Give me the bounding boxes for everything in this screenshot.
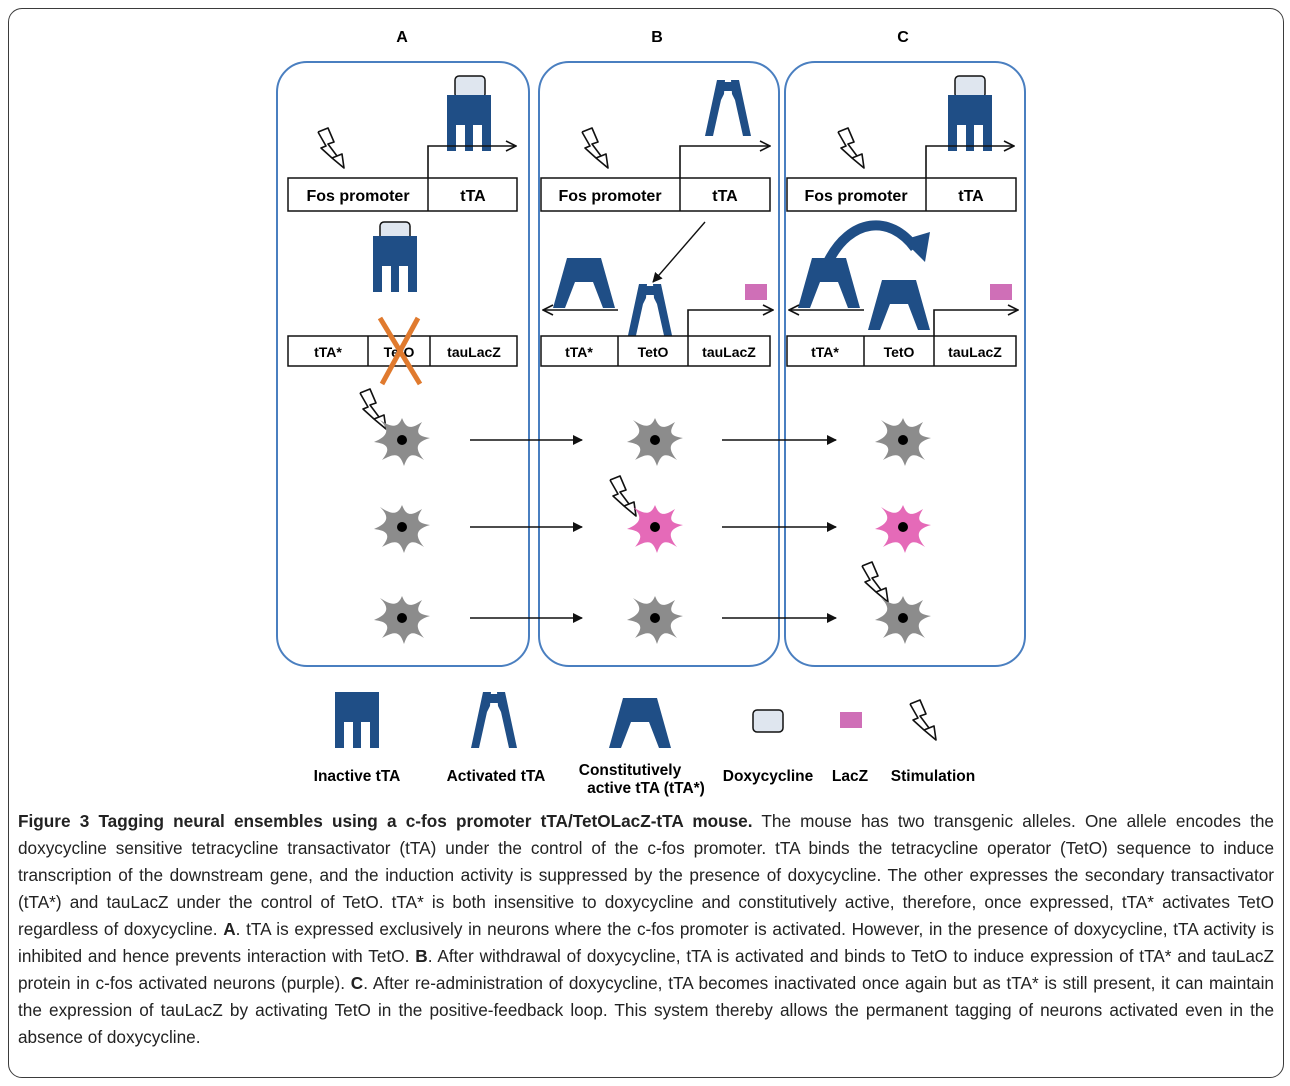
responder-taulacz-label: tauLacZ <box>702 344 756 360</box>
responder-box <box>786 335 1017 367</box>
activated-tta-icon <box>705 80 751 136</box>
legend-stimulation-label: Stimulation <box>891 768 975 785</box>
legend-constitutive-label-2: active tTA (tTA*) <box>587 780 705 797</box>
figure-caption: Figure 3 Tagging neural ensembles using … <box>18 808 1274 1051</box>
responder-ttastar-label: tTA* <box>811 344 839 360</box>
promoter-box <box>287 177 518 212</box>
stimulation-icon <box>861 561 889 603</box>
stimulation-icon <box>359 388 387 430</box>
doxycycline-icon <box>954 75 986 99</box>
inactive-tta-icon <box>948 95 992 151</box>
neuron-tagged <box>875 505 931 553</box>
neuron-tagged <box>627 505 683 553</box>
figure-frame <box>8 8 1284 1078</box>
blocked-x-icon <box>377 316 423 386</box>
responder-taulacz-label: tauLacZ <box>948 344 1002 360</box>
caption-body: The mouse has two transgenic alleles. On… <box>18 811 1274 939</box>
responder-ttastar-label: tTA* <box>314 344 342 360</box>
legend-activated-label: Activated tTA <box>447 768 546 785</box>
caption-title: Figure 3 Tagging neural ensembles using … <box>18 811 753 831</box>
gene-label: tTA <box>958 188 984 205</box>
doxycycline-icon <box>454 75 486 99</box>
neuron <box>627 418 683 466</box>
responder-ttastar-label: tTA* <box>565 344 593 360</box>
panel-c <box>784 61 1026 667</box>
stimulation-icon <box>317 127 345 169</box>
legend-doxycycline-label: Doxycycline <box>723 768 814 785</box>
responder-teto-label: TetO <box>638 344 669 360</box>
neuron <box>875 596 931 644</box>
panel-a-label: A <box>396 29 408 46</box>
transcription-arrow <box>427 146 516 178</box>
activated-tta-icon <box>627 284 673 340</box>
promoter-label: Fos promoter <box>558 188 661 205</box>
caption-a-text: . tTA is expressed exclusively in neuron… <box>18 919 1274 966</box>
caption-c-text: . After re-administration of doxycycline… <box>18 973 1274 1047</box>
panel-c-label: C <box>897 29 909 46</box>
lacz-icon <box>745 284 767 300</box>
lacz-icon <box>990 284 1012 300</box>
binding-arrow <box>652 221 706 283</box>
inactive-tta-icon <box>447 95 491 151</box>
gene-label: tTA <box>460 188 486 205</box>
caption-b-text: . After withdrawal of doxycycline, tTA i… <box>18 946 1274 993</box>
transcription-arrow <box>925 146 1014 178</box>
caption-b-label: B <box>415 946 428 966</box>
feedback-arrow <box>823 220 920 265</box>
neuron <box>374 596 430 644</box>
transcription-arrow <box>679 146 770 178</box>
responder-teto-label: TetO <box>884 344 915 360</box>
legend-lacz-label: LacZ <box>832 768 869 785</box>
stimulation-icon <box>581 127 609 169</box>
neuron <box>627 596 683 644</box>
promoter-label: Fos promoter <box>804 188 907 205</box>
panel-b-label: B <box>651 29 663 46</box>
gene-label: tTA <box>712 188 738 205</box>
legend-inactive-label: Inactive tTA <box>314 768 401 785</box>
legend-inactive-tta-icon <box>335 692 379 748</box>
legend-stimulation-icon <box>909 699 937 741</box>
neuron <box>374 418 430 466</box>
promoter-box <box>786 177 1017 212</box>
legend-lacz-icon <box>840 712 862 728</box>
constitutive-tta-icon <box>868 280 930 330</box>
caption-c-label: C <box>350 973 364 993</box>
legend-constitutive-label-1: Constitutively <box>579 762 682 779</box>
promoter-label: Fos promoter <box>306 188 409 205</box>
constitutive-tta-icon <box>553 258 615 308</box>
diagram: A B C Fos promoter tTA tTA* TetO tauLacZ… <box>276 29 1026 797</box>
neuron <box>374 505 430 553</box>
legend-constitutive-tta-icon <box>609 698 671 748</box>
stimulation-icon <box>837 127 865 169</box>
promoter-box <box>540 177 771 212</box>
legend-doxycycline-icon <box>752 709 784 733</box>
responder-box <box>540 335 771 367</box>
panel-a <box>276 61 530 667</box>
stimulation-icon <box>609 475 637 517</box>
panel-b <box>538 61 780 667</box>
responder-taulacz-label: tauLacZ <box>447 344 501 360</box>
constitutive-tta-icon <box>798 258 860 308</box>
legend-activated-tta-icon <box>471 692 517 748</box>
caption-a-label: A <box>223 919 236 939</box>
neuron <box>875 418 931 466</box>
inactive-tta-icon <box>373 236 417 292</box>
